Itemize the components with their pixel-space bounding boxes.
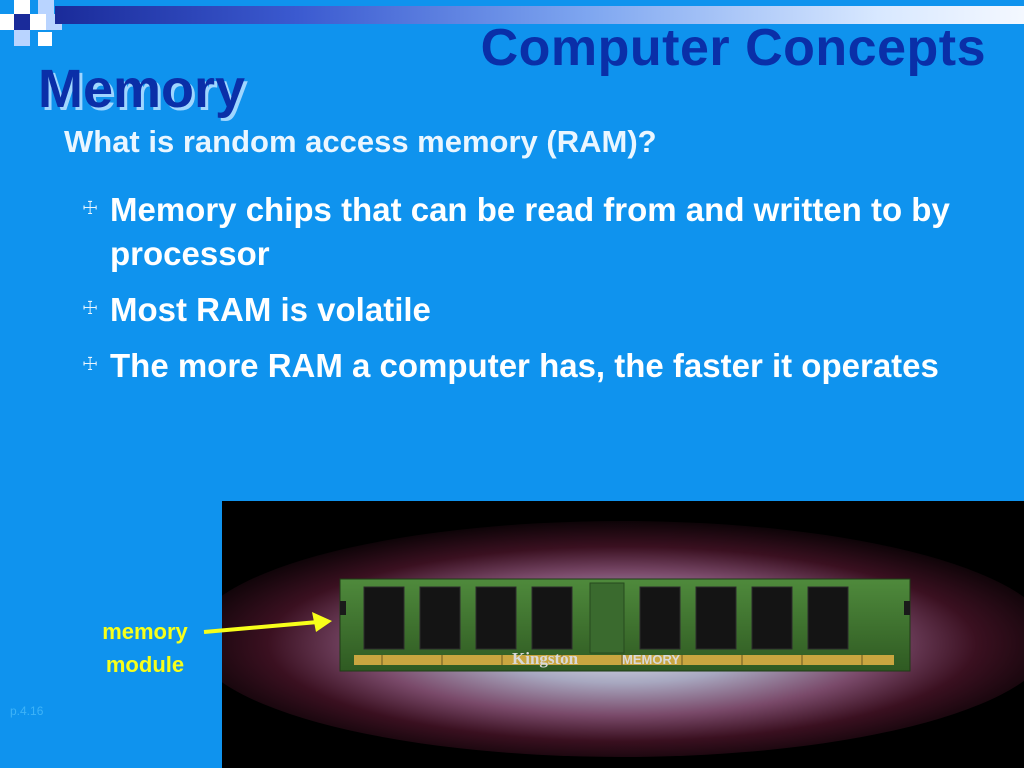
slide-title: Memory <box>38 59 246 119</box>
page-reference: p.4.16 <box>10 704 44 718</box>
memory-module-photo: Kingston MEMORY <box>222 501 1024 768</box>
memory-module-callout: memory module <box>80 615 210 681</box>
module-brand-suffix: MEMORY <box>622 652 680 667</box>
bullet-text: Most RAM is volatile <box>110 291 431 328</box>
slide-subtitle: What is random access memory (RAM)? <box>64 124 657 159</box>
callout-line-2: module <box>105 652 185 677</box>
bullet-item: ☩ The more RAM a computer has, the faste… <box>82 344 962 388</box>
bullet-text: Memory chips that can be read from and w… <box>110 191 950 272</box>
bullet-cross-icon: ☩ <box>82 354 99 374</box>
header-brand: Computer Concepts <box>480 19 986 77</box>
title-gradient-bar <box>55 6 1024 24</box>
module-brand-label: Kingston <box>512 649 579 668</box>
callout-line-1: memory <box>102 619 188 644</box>
bullet-list: ☩ Memory chips that can be read from and… <box>82 188 962 400</box>
bullet-text: The more RAM a computer has, the faster … <box>110 347 939 384</box>
bullet-item: ☩ Memory chips that can be read from and… <box>82 188 962 276</box>
bullet-cross-icon: ☩ <box>82 298 99 318</box>
callout-arrow-icon <box>203 612 332 634</box>
bullet-item: ☩ Most RAM is volatile <box>82 288 962 332</box>
bullet-cross-icon: ☩ <box>82 198 99 218</box>
